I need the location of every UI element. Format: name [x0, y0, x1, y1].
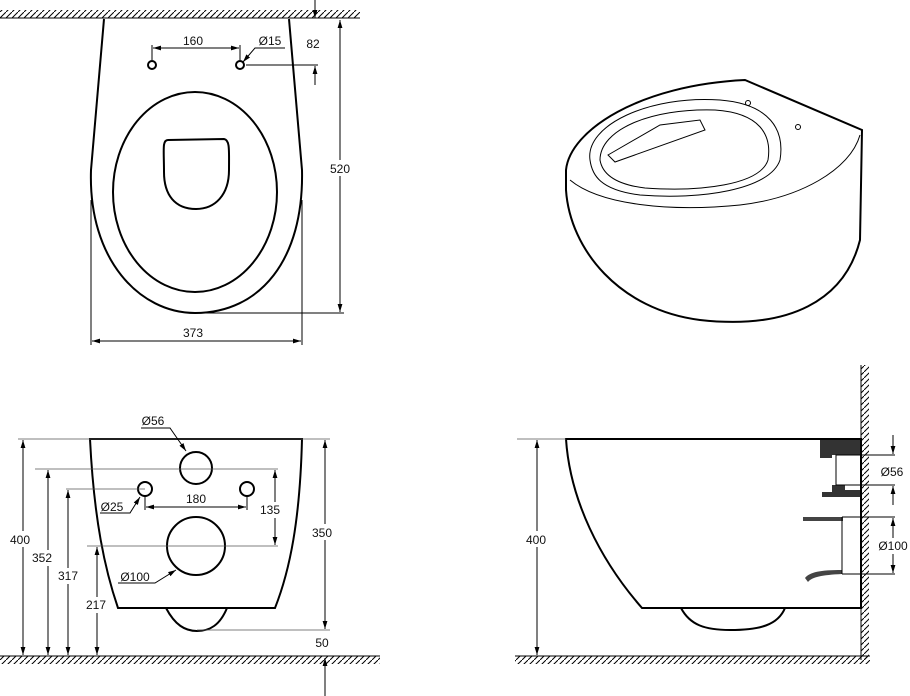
- perspective-view: [565, 78, 864, 323]
- dim-length: 520: [330, 162, 350, 176]
- floor-hatch: [0, 656, 380, 664]
- side-dim-outlet-diameter: Ø100: [878, 539, 908, 553]
- dim-outlet-diameter: Ø100: [120, 570, 150, 584]
- bowl-outline: [89, 18, 304, 315]
- seat-hole-left: [147, 60, 157, 70]
- dim-inlet-height: 352: [32, 551, 52, 565]
- dim-inlet-diameter: Ø56: [142, 414, 165, 428]
- seat-hole-right: [235, 60, 245, 70]
- side-view: 400 Ø56 Ø100: [515, 365, 910, 664]
- dim-bolt-diameter: Ø25: [101, 500, 124, 514]
- dim-bolt-height: 317: [58, 569, 78, 583]
- dim-bolt-spacing: 180: [186, 492, 206, 506]
- dim-outlet-height: 217: [86, 598, 106, 612]
- wall-hatch-side: [861, 365, 869, 660]
- dim-hole-offset: 82: [306, 37, 320, 51]
- side-dim-height: 400: [526, 533, 546, 547]
- dim-height: 400: [10, 533, 30, 547]
- dim-drain-to-inlet: 135: [260, 503, 280, 517]
- dim-width: 373: [183, 326, 203, 340]
- dim-hole-diameter: Ø15: [259, 34, 282, 48]
- bowl-opening: [162, 137, 231, 211]
- dim-bottom-clearance: 50: [315, 636, 329, 650]
- seat-ring: [112, 91, 278, 293]
- top-view: 160 Ø15 82 520 373: [0, 0, 360, 345]
- front-view: 400 352 317 217 180 135 350 50 Ø56 Ø25 Ø…: [0, 414, 380, 696]
- dim-hole-spacing: 160: [183, 34, 203, 48]
- side-dim-inlet-diameter: Ø56: [881, 465, 904, 479]
- wall-hatch: [0, 10, 360, 18]
- inlet-hole: [179, 451, 213, 485]
- dim-drain-height: 350: [312, 526, 332, 540]
